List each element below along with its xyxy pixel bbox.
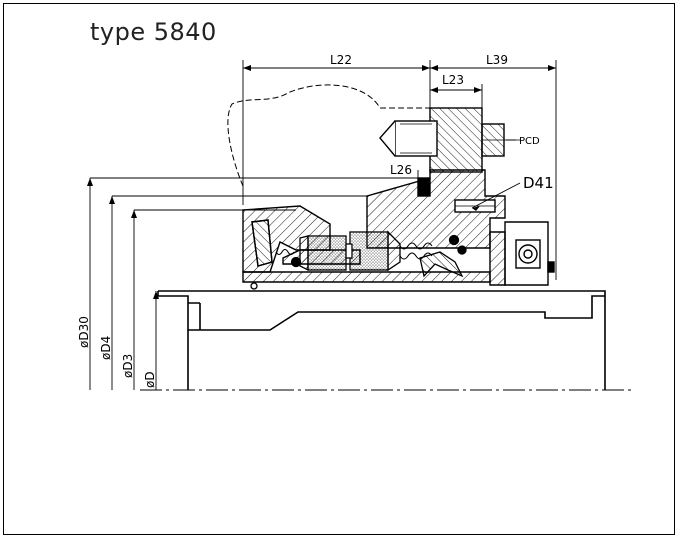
dim-label-d: øD — [143, 371, 157, 388]
dim-label-d4: øD4 — [99, 336, 113, 360]
shaft-outline — [157, 290, 606, 390]
gland-outline-dashed — [227, 84, 430, 187]
dimension-lines — [89, 60, 557, 390]
setting-clip — [489, 221, 555, 286]
dim-label-d3: øD3 — [121, 354, 135, 378]
dim-label-pcd: PCD — [519, 136, 540, 147]
dim-label-d41: D41 — [523, 174, 554, 192]
dim-label-d30: øD30 — [77, 316, 91, 348]
springs — [275, 242, 433, 260]
dim-label-l26: L26 — [390, 163, 412, 177]
dim-label-l22: L22 — [330, 53, 352, 67]
seal-faces — [299, 230, 401, 272]
o-rings — [250, 234, 467, 290]
dim-label-l39: L39 — [486, 53, 508, 67]
drawing-frame — [3, 3, 675, 535]
dim-label-l23: L23 — [442, 73, 464, 87]
sleeve-collar — [242, 205, 331, 273]
dimension-arrows — [87, 65, 556, 299]
drawing-title: type 5840 — [90, 18, 217, 46]
